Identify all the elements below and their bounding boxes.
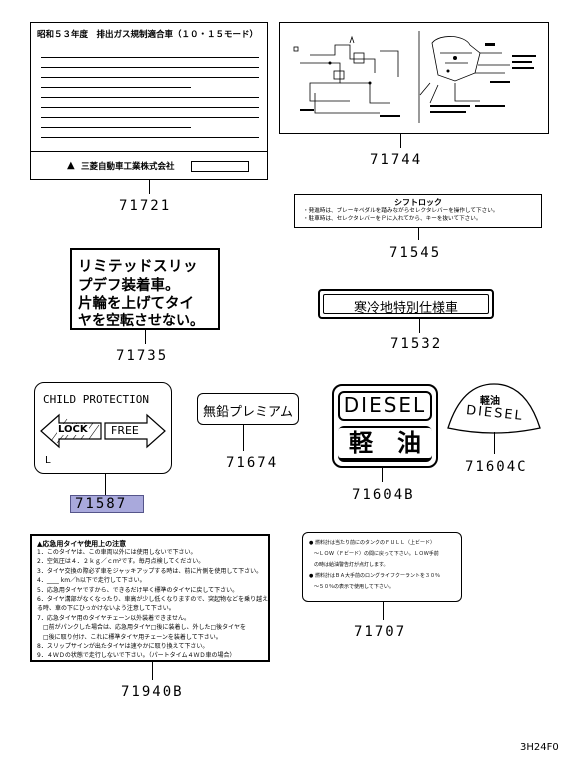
diesel-label-bottom-text: 軽 油 [338,428,432,458]
part-number-71674: 71674 [226,455,279,471]
cold-spec-label-71532: 寒冷地特別仕様車 [318,289,494,319]
diagram-label-71744 [279,22,549,134]
diesel-dome-top-text: 軽油 [480,396,500,407]
spare-tire-line: 9．４ＷＤの状態で走行しないで下さい。（パートタイム４ＷＤ車の場合） [37,652,236,660]
lsd-line1: リミテッドスリッ [78,259,198,275]
spare-tire-line: 1．このタイヤは、この車両以外には使用しないで下さい。 [37,549,197,556]
part-number-71744: 71744 [370,152,423,168]
spare-tire-line: □後に取り付け、これに標準タイヤ用チェーンを装着して下さい。 [37,633,222,641]
diesel-label-71604B: DIESEL 軽 油 [332,384,438,468]
mitsubishi-logo-icon: ▲ [67,160,75,171]
leader-71721 [149,180,150,194]
part-number-71587-highlight [70,495,144,513]
spare-tire-lines: 1．このタイヤは、この車両以外には使用しないで下さい。 2．空気圧は４．２ｋｇ／… [37,548,269,661]
emission-label-heading: 昭和５３年度 排出ガス規制適合車（１０・１５モード） [37,30,259,40]
diesel-label-top-frame [338,391,432,421]
cold-spec-inner-frame [323,294,489,314]
leader-71587 [105,474,106,496]
shift-lock-title: シフトロック [394,198,442,207]
leader-71707 [383,602,384,620]
lsd-line3: 片輪を上げてタイ [78,296,194,312]
spare-tire-warning-label-71940B: ▲応急用タイヤ使用上の注意 1．このタイヤは、この車両以外には使用しないで下さい… [30,534,270,662]
leader-71735 [145,330,146,344]
fuel-coolant-line: の時は給油警告灯が点灯します。 [309,562,389,568]
part-number-71532: 71532 [390,336,443,352]
leader-71532 [419,319,420,333]
part-number-71545: 71545 [389,245,442,261]
part-number-71707: 71707 [354,624,407,640]
unleaded-premium-text: 無鉛プレミアム [202,405,294,420]
shift-lock-line1: ・発進時は、ブレーキペダルを踏みながらセレクタレバーを操作して下さい。 [303,208,499,214]
diesel-dome-label-71604C [447,383,541,434]
leader-71604B [382,468,383,482]
lock-text: LOCK [57,424,89,435]
fuel-coolant-label-71707: ● 燃料計は当たり前にのタンクのＦＵＬＬ（上ビード） 〜ＬＯＷ（Ｆビード）の間に… [302,532,462,602]
part-number-71940B: 71940B [121,684,184,700]
emission-label-blank-box [191,161,249,172]
spare-tire-line: 6．タイヤ溝部がなくなったり、車高が少し低くなりますので、突起物などを乗り越える… [37,596,269,613]
spare-tire-line: 8．スリップサインが出たタイヤは速やかに取り換えて下さい。 [37,643,209,651]
child-protection-corner-letter: L [45,455,51,466]
child-protection-title: CHILD PROTECTION [43,393,149,406]
shift-lock-line2: ・駐車時は、セレクタレバーをＰに入れてから、キーを抜いて下さい。 [303,216,482,222]
spare-tire-line: 5．応急用タイヤですから、できるだけ早く標準のタイヤに戻して下さい。 [37,586,239,594]
free-arrow-icon [104,413,166,449]
emission-label-lines [41,57,259,147]
vacuum-diagram-illustration [293,31,536,123]
leader-71744 [400,134,401,148]
diagram-code: 3H24F0 [520,742,559,753]
lsd-line4: ヤを空転させない。 [78,313,204,329]
free-text: FREE [111,424,139,437]
fuel-coolant-line: ● 燃料計はＢＡ大手前のロングライフクーラントを３０％ [309,573,440,579]
part-number-71604B: 71604B [352,487,415,503]
child-protection-label-71587: CHILD PROTECTION LOCK FREE L [34,382,172,474]
leader-71940B [152,662,153,680]
emission-label-maker: 三菱自動車工業株式会社 [81,162,175,172]
fuel-coolant-lines: ● 燃料計は当たり前にのタンクのＦＵＬＬ（上ビード） 〜ＬＯＷ（Ｆビード）の間に… [309,538,440,593]
spare-tire-heading: ▲応急用タイヤ使用上の注意 [37,540,127,548]
fuel-coolant-line: ● 燃料計は当たり前にのタンクのＦＵＬＬ（上ビード） [309,540,435,546]
fuel-coolant-line: 〜ＬＯＷ（Ｆビード）の間に戻って下さい。ＬＯＷ手前 [309,551,439,557]
cold-spec-text: 寒冷地特別仕様車 [353,301,458,316]
emission-label-71721: 昭和５３年度 排出ガス規制適合車（１０・１５モード） ▲ 三菱自動車工業株式会社 [30,22,268,180]
lsd-line2: プデフ装着車。 [78,278,180,294]
leader-71674 [243,425,244,451]
leader-71604C [494,432,495,454]
spare-tire-line: 4．____ km／h以下で走行して下さい。 [37,577,146,585]
part-number-71587: 71587 [75,496,128,512]
diesel-label-top-text: DIESEL [343,393,427,417]
emission-label-divider [31,151,267,152]
fuel-coolant-line: 〜５０％の表示で使用して下さい。 [309,584,394,590]
spare-tire-line: 3．タイヤ交換の際必ず車をジャッキアップする時は、前に片側を使用して下さい。 [37,567,263,575]
leader-71545 [418,228,419,240]
unleaded-premium-label-71674: 無鉛プレミアム [197,393,299,425]
spare-tire-line: □前がパンクした場合は、応急用タイヤ□後に装着し、外した□後タイヤを [37,624,246,632]
part-number-71735: 71735 [116,348,169,364]
lsd-warning-label-71735: リミテッドスリッ プデフ装着車。 片輪を上げてタイ ヤを空転させない。 [70,248,220,330]
spare-tire-line: 2．空気圧は４．２ｋｇ／ｃｍ²です。毎月点検してください。 [37,558,205,566]
part-number-71604C: 71604C [465,459,528,475]
shift-lock-label-71545: シフトロック ・発進時は、ブレーキペダルを踏みながらセレクタレバーを操作して下さ… [294,194,542,228]
spare-tire-line: 7．応急タイヤ用のタイヤチェーン以外装着できません。 [37,614,190,622]
part-number-71721: 71721 [119,198,172,214]
